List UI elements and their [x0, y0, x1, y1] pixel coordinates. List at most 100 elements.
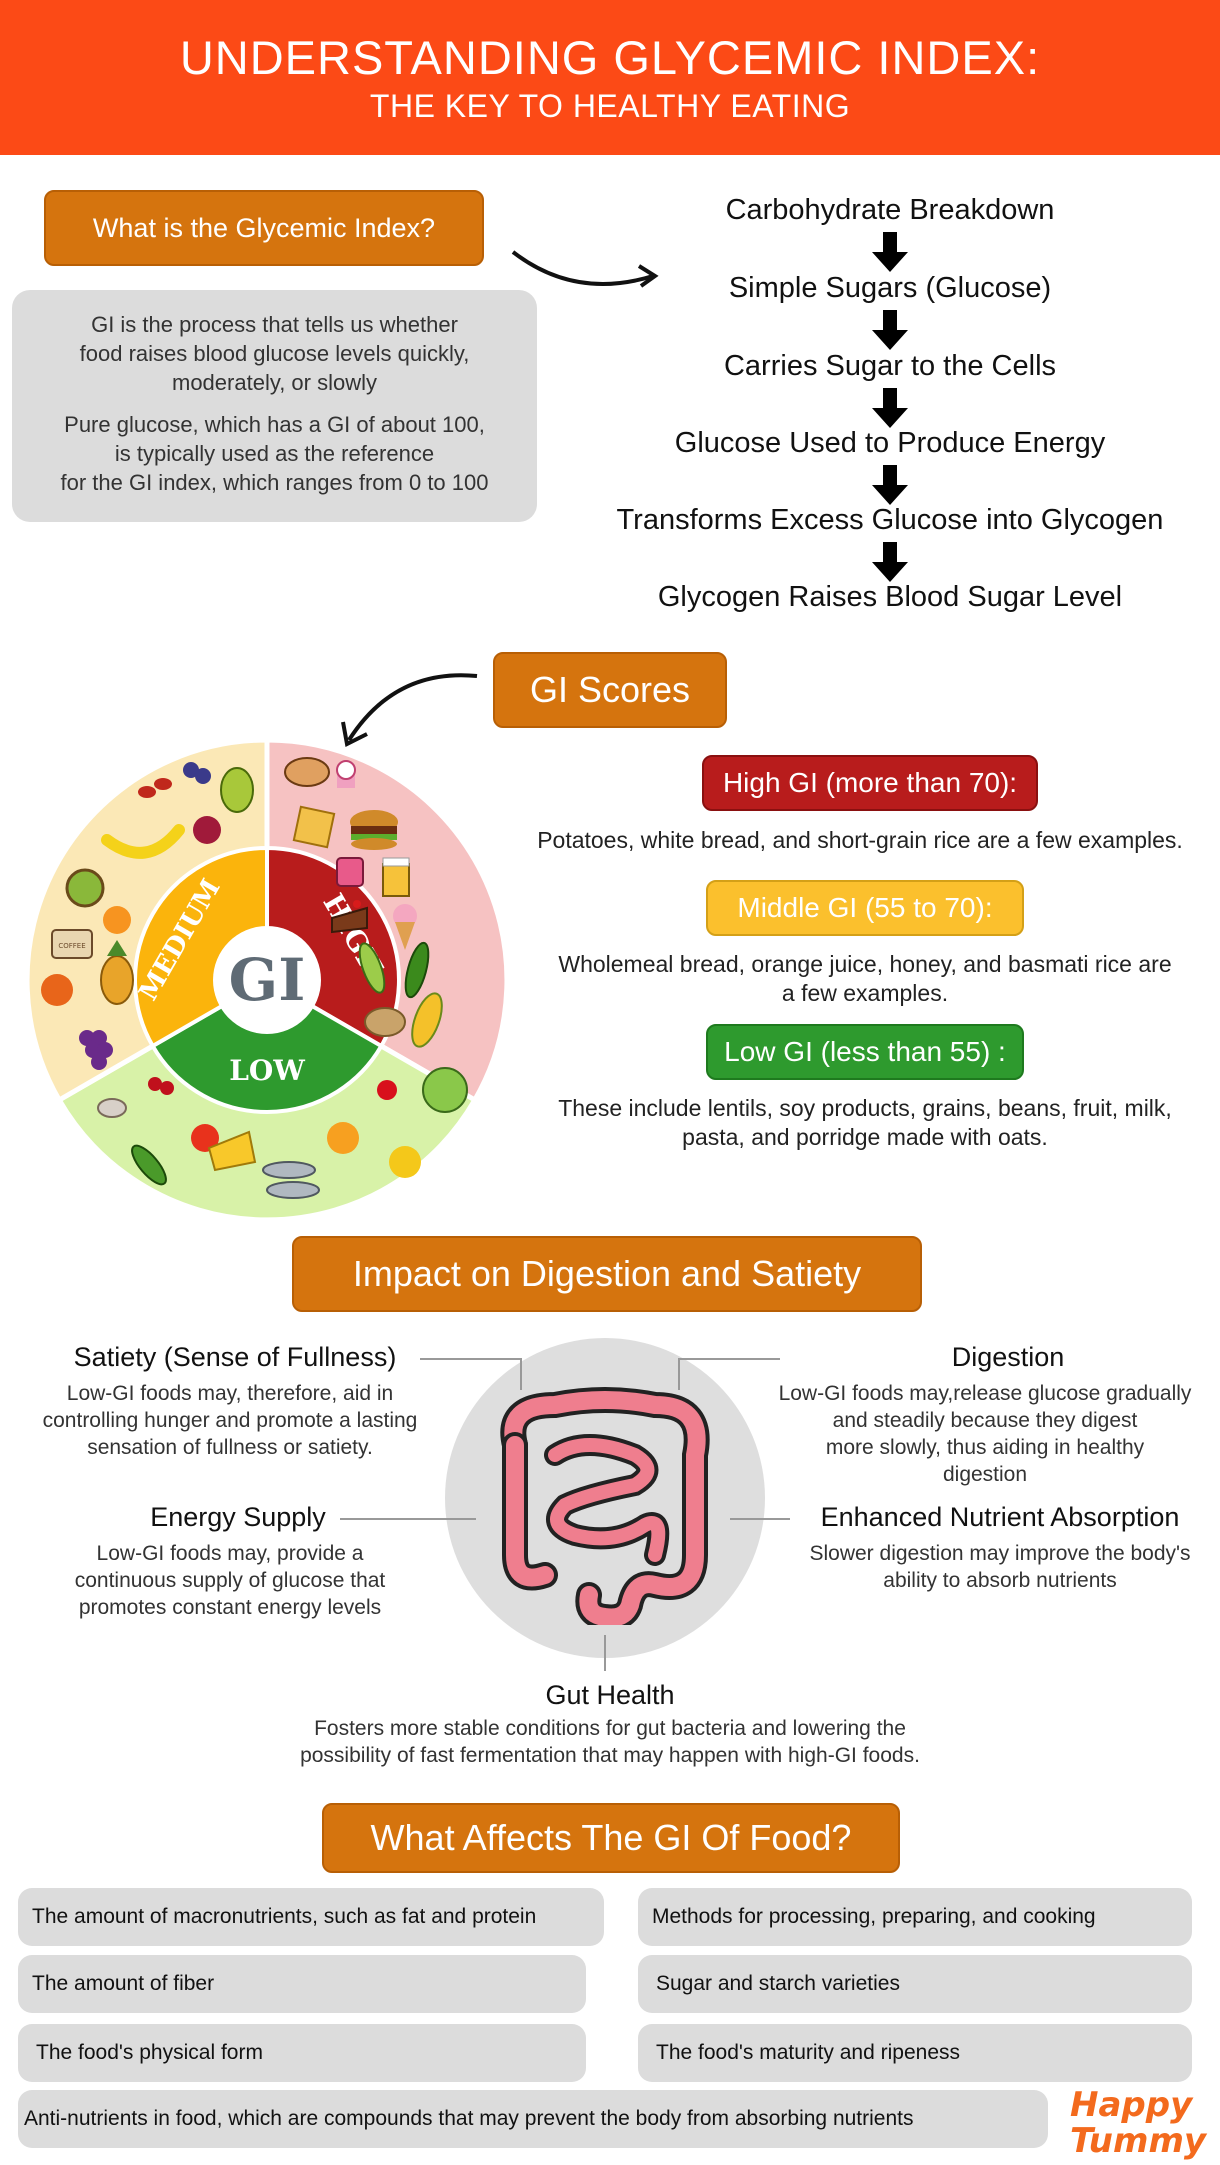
- leader-line: [678, 1358, 680, 1390]
- mushrooms-icon: [97, 1098, 127, 1118]
- satiety-title: Satiety (Sense of Fullness): [73, 1342, 397, 1372]
- potato-icon: [364, 1007, 406, 1037]
- energy-line: continuous supply of glucose that: [74, 1569, 386, 1592]
- energy-line: promotes constant energy levels: [78, 1596, 382, 1619]
- factor-text: Anti-nutrients in food, which are compou…: [24, 2107, 914, 2130]
- coffee-cup-icon: COFFEE: [51, 929, 93, 959]
- flow-step: Glycogen Raises Blood Sugar Level: [657, 581, 1123, 613]
- leader-line: [604, 1635, 606, 1671]
- gi-reference-line: is typically used as the reference: [114, 441, 435, 466]
- factor-item: The food's maturity and ripeness: [638, 2024, 1192, 2082]
- page-title: UNDERSTANDING GLYCEMIC INDEX:: [179, 31, 1041, 84]
- nutrient-line: ability to absorb nutrients: [883, 1569, 1117, 1592]
- cucumber-icon: [404, 941, 430, 999]
- gi-scores-heading-text: GI Scores: [529, 669, 691, 710]
- low-gi-desc-line: These include lentils, soy products, gra…: [558, 1095, 1172, 1121]
- high-gi-badge: High GI (more than 70):: [702, 755, 1038, 811]
- impact-heading: Impact on Digestion and Satiety: [292, 1236, 922, 1312]
- factor-text: The amount of macronutrients, such as fa…: [32, 1905, 537, 1928]
- gi-definition-line: GI is the process that tells us whether: [91, 312, 458, 337]
- low-gi-badge: Low GI (less than 55) :: [706, 1024, 1024, 1080]
- low-gi-desc-line: pasta, and porridge made with oats.: [682, 1124, 1048, 1150]
- factor-item: The amount of macronutrients, such as fa…: [18, 1888, 604, 1946]
- gut-health-title: Gut Health: [545, 1680, 675, 1710]
- digestion-text: Low-GI foods may,release glucose gradual…: [755, 1380, 1215, 1488]
- strawberry-icon: [377, 1080, 397, 1100]
- leader-line: [340, 1518, 476, 1520]
- zucchini-icon: [358, 942, 386, 994]
- fish-icon: [262, 1161, 320, 1199]
- digestion-title: Digestion: [951, 1342, 1065, 1372]
- satiety-line: Low-GI foods may, therefore, aid in: [66, 1382, 394, 1405]
- middle-gi-desc-line: a few examples.: [781, 980, 949, 1006]
- gut-health-text: Fosters more stable conditions for gut b…: [200, 1715, 1020, 1769]
- pineapple-icon: [100, 940, 134, 1005]
- down-arrow-icon: [872, 388, 908, 428]
- factor-text: Sugar and starch varieties: [656, 1972, 900, 1995]
- flow-step: Glucose Used to Produce Energy: [674, 427, 1106, 459]
- gi-wheel: GI HIGH MEDIUM LOW COFFEE: [24, 737, 510, 1223]
- gi-definition: GI is the process that tells us whether …: [12, 310, 537, 397]
- nutrient-text: Slower digestion may improve the body's …: [782, 1540, 1218, 1594]
- digestion-line: more slowly, thus aiding in healthy: [825, 1436, 1145, 1459]
- persimmon-icon: [41, 974, 73, 1006]
- affects-heading: What Affects The GI Of Food?: [322, 1803, 900, 1873]
- gi-reference-line: for the GI index, which ranges from 0 to…: [60, 470, 489, 495]
- page-subtitle: THE KEY TO HEALTHY EATING: [369, 88, 851, 124]
- middle-gi-badge: Middle GI (55 to 70):: [706, 880, 1024, 936]
- high-gi-label: High GI (more than 70):: [722, 767, 1018, 798]
- low-gi-segment: [149, 977, 385, 1114]
- energy-text: Low-GI foods may, provide a continuous s…: [40, 1540, 420, 1621]
- factor-text: The amount of fiber: [32, 1972, 215, 1995]
- middle-gi-label: Middle GI (55 to 70):: [737, 892, 993, 923]
- pear-icon: [220, 767, 254, 813]
- satiety-text: Low-GI foods may, therefore, aid in cont…: [10, 1380, 450, 1461]
- digestion-line: and steadily because they digest: [832, 1409, 1138, 1432]
- factor-item: Anti-nutrients in food, which are compou…: [18, 2090, 1048, 2148]
- flow-step: Carries Sugar to the Cells: [723, 350, 1057, 382]
- factor-item: Sugar and starch varieties: [638, 1955, 1192, 2013]
- satiety-line: sensation of fullness or satiety.: [87, 1436, 373, 1459]
- leader-line: [420, 1358, 522, 1360]
- blueberries-icon: [183, 762, 211, 784]
- grapes-icon: [79, 1030, 113, 1070]
- energy-line: Low-GI foods may, provide a: [96, 1542, 364, 1565]
- satiety-line: controlling hunger and promote a lasting: [42, 1409, 418, 1432]
- cherries-icon: [148, 1077, 174, 1095]
- factor-item: The food's physical form: [18, 2024, 586, 2082]
- nutrient-line: Slower digestion may improve the body's: [809, 1542, 1191, 1565]
- orange-icon: [327, 1122, 359, 1154]
- happy-tummy-logo: Happy Tummy: [1070, 2088, 1210, 2163]
- nutrient-title: Enhanced Nutrient Absorption: [820, 1502, 1180, 1532]
- low-segment-label: LOW: [229, 1054, 305, 1087]
- gut-health-line: possibility of fast fermentation that ma…: [300, 1744, 920, 1767]
- jam-jar-icon: [336, 857, 364, 887]
- orange-icon: [103, 906, 131, 934]
- tomato-icon: [191, 1124, 219, 1152]
- gi-center-circle: [213, 926, 321, 1034]
- down-arrow-icon: [872, 310, 908, 350]
- gi-definition-line: moderately, or slowly: [172, 370, 377, 395]
- gi-reference-line: Pure glucose, which has a GI of about 10…: [64, 412, 485, 437]
- factor-text: Methods for processing, preparing, and c…: [652, 1905, 1096, 1928]
- apple-icon: [389, 1146, 421, 1178]
- cake-icon: [331, 900, 368, 934]
- down-arrow-icon: [872, 542, 908, 582]
- factor-item: Methods for processing, preparing, and c…: [638, 1888, 1192, 1946]
- curved-arrow-icon: [341, 673, 478, 747]
- cabbage-icon: [422, 1067, 468, 1113]
- gi-definition-line: food raises blood glucose levels quickly…: [79, 341, 470, 366]
- bread-icon: [284, 757, 330, 787]
- flow-step: Simple Sugars (Glucose): [728, 272, 1052, 304]
- gut-health-line: Fosters more stable conditions for gut b…: [314, 1717, 906, 1740]
- gi-reference: Pure glucose, which has a GI of about 10…: [12, 410, 537, 497]
- corn-icon: [411, 992, 443, 1048]
- what-is-gi-box: GI is the process that tells us whether …: [12, 290, 537, 522]
- beer-mug-icon: [382, 857, 410, 897]
- what-is-gi-heading-text: What is the Glycemic Index?: [92, 212, 436, 243]
- middle-gi-desc-line: Wholemeal bread, orange juice, honey, an…: [558, 951, 1172, 977]
- impact-heading-text: Impact on Digestion and Satiety: [352, 1253, 862, 1294]
- flow-step: Transforms Excess Glucose into Glycogen: [616, 504, 1164, 536]
- beetroot-icon: [193, 816, 221, 844]
- digestion-line: Low-GI foods may,release glucose gradual…: [778, 1382, 1192, 1405]
